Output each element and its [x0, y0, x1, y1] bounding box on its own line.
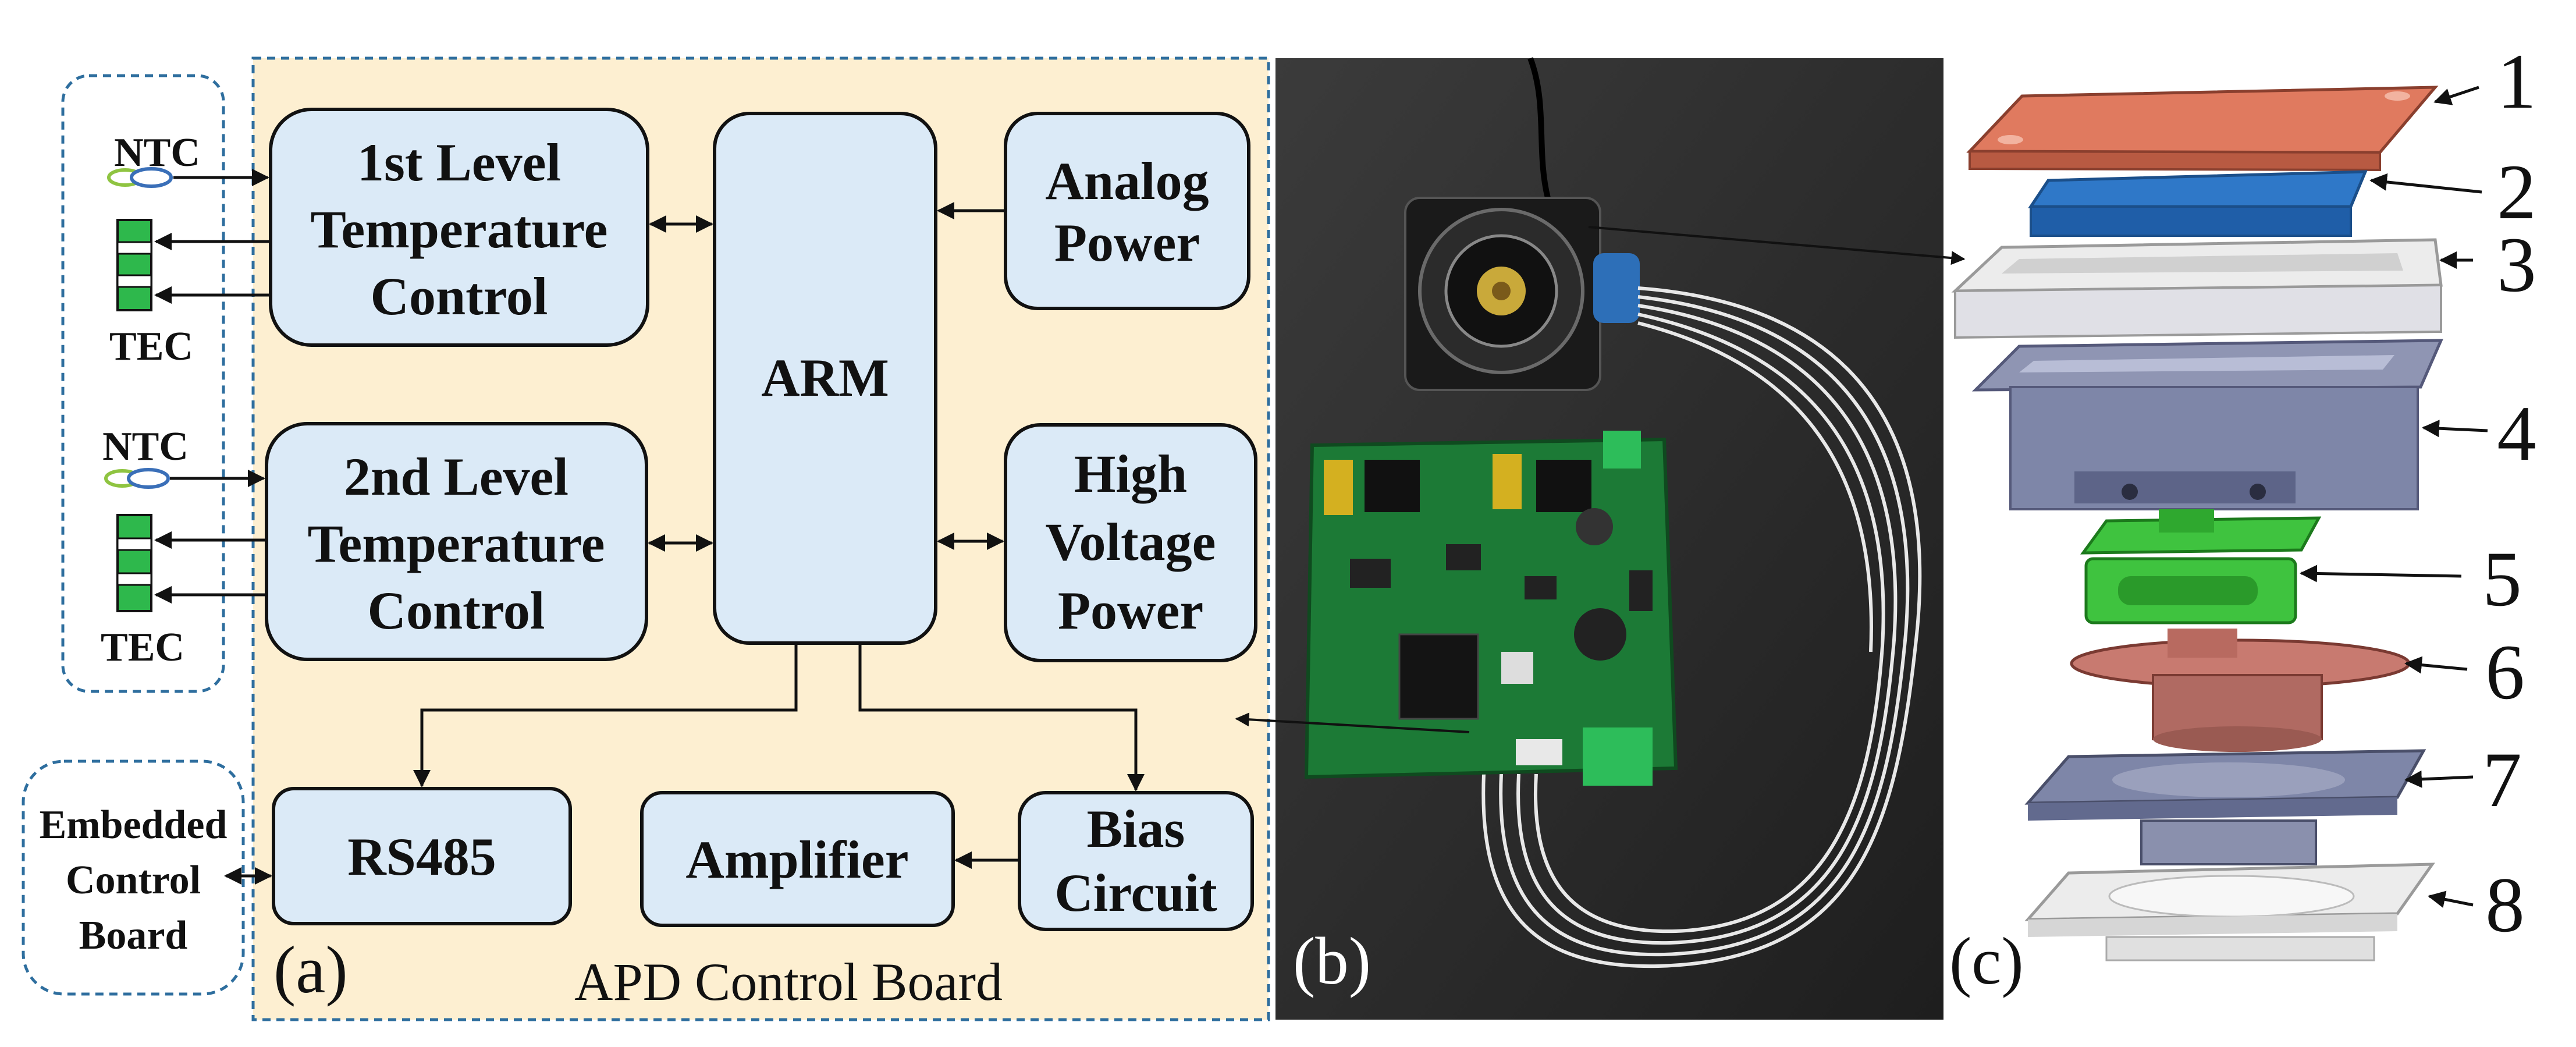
svg-text:Control: Control — [368, 581, 545, 640]
panel-c: 1 2 3 4 5 6 7 8 (c) — [1949, 38, 2536, 998]
part-1-top-plate — [1966, 86, 2439, 172]
tec-element-icon — [116, 514, 152, 612]
apd-board-title: APD Control Board — [574, 952, 1003, 1011]
part-number-7: 7 — [2482, 737, 2522, 824]
part-6-flange — [2070, 629, 2411, 752]
svg-text:Analog: Analog — [1045, 151, 1209, 211]
part-numbers: 1 2 3 4 5 6 7 8 — [2482, 38, 2536, 949]
panel-b-label: (b) — [1293, 924, 1371, 998]
apd-module-photo — [1404, 197, 1640, 391]
panel-a: NTC TEC NTC TEC — [22, 56, 1270, 1021]
svg-text:Bias: Bias — [1087, 799, 1185, 858]
svg-text:High: High — [1074, 444, 1187, 503]
tec-element-icon — [116, 219, 152, 311]
part-number-6: 6 — [2485, 629, 2525, 716]
panel-b: (b) — [1235, 57, 1966, 1020]
svg-text:Amplifier: Amplifier — [685, 830, 908, 889]
block-arm: ARM — [713, 112, 937, 645]
svg-text:Circuit: Circuit — [1054, 863, 1217, 922]
block-rs485: RS485 — [272, 787, 572, 925]
tec-label: TEC — [109, 324, 193, 369]
part-leader-arrows — [2300, 86, 2488, 908]
svg-text:Embedded: Embedded — [40, 803, 228, 847]
part-5-connector-board — [2080, 509, 2322, 624]
part-number-2: 2 — [2497, 149, 2536, 236]
ntc-thermistor-icon — [107, 167, 173, 188]
part-4-housing — [1971, 339, 2443, 510]
tec-label: TEC — [101, 625, 184, 670]
pointer-arrow-to-exploded-view — [1588, 226, 1966, 265]
block-2nd-level-temperature-control: 2nd Level Temperature Control — [265, 422, 648, 661]
sensor-set-2: NTC TEC — [101, 424, 189, 670]
part-8-bottom-plate — [2024, 863, 2435, 961]
pointer-arrow-to-board — [1235, 712, 1470, 733]
svg-text:Temperature: Temperature — [307, 514, 605, 573]
ntc-label: NTC — [102, 424, 189, 469]
block-high-voltage-power: High Voltage Power — [1004, 423, 1257, 662]
part-7-base-frame — [2024, 749, 2426, 865]
arrow-arm-to-rs485 — [413, 643, 798, 787]
black-cable — [1527, 57, 1551, 199]
block-amplifier: Amplifier — [640, 791, 955, 927]
block-analog-power: Analog Power — [1004, 112, 1250, 310]
panel-c-label: (c) — [1949, 924, 2024, 998]
block-1st-level-temperature-control: 1st Level Temperature Control — [269, 108, 649, 347]
embedded-control-board-box — [22, 759, 245, 996]
panel-a-label: (a) — [273, 933, 348, 1007]
svg-text:Board: Board — [79, 913, 188, 958]
pcb-board-photo — [1304, 431, 1678, 786]
block-bias-circuit: Bias Circuit — [1018, 791, 1254, 931]
svg-text:Temperature: Temperature — [310, 200, 607, 259]
svg-text:Power: Power — [1054, 213, 1200, 272]
svg-text:Voltage: Voltage — [1045, 512, 1216, 572]
svg-text:RS485: RS485 — [347, 827, 496, 886]
svg-text:2nd Level: 2nd Level — [344, 447, 569, 506]
part-2-blue-block — [2028, 170, 2368, 237]
part-number-3: 3 — [2497, 222, 2536, 308]
sensor-group-box — [61, 74, 225, 693]
white-wires — [1481, 286, 1922, 968]
ntc-thermistor-icon — [104, 468, 170, 489]
svg-text:Control: Control — [66, 858, 201, 903]
svg-text:Control: Control — [371, 267, 548, 326]
arrow-arm-to-bias — [858, 643, 1145, 792]
part-number-5: 5 — [2482, 536, 2522, 623]
part-number-1: 1 — [2497, 38, 2536, 125]
part-3-frame — [1951, 238, 2443, 339]
connector-arrows — [154, 169, 1145, 885]
svg-text:Power: Power — [1058, 581, 1203, 640]
part-number-4: 4 — [2497, 391, 2536, 477]
svg-text:ARM: ARM — [761, 348, 889, 407]
sensor-set-1: NTC TEC — [107, 130, 200, 369]
svg-text:1st Level: 1st Level — [357, 133, 561, 192]
embedded-control-board-label: Embedded Control Board — [40, 803, 228, 958]
part-number-8: 8 — [2485, 862, 2525, 949]
